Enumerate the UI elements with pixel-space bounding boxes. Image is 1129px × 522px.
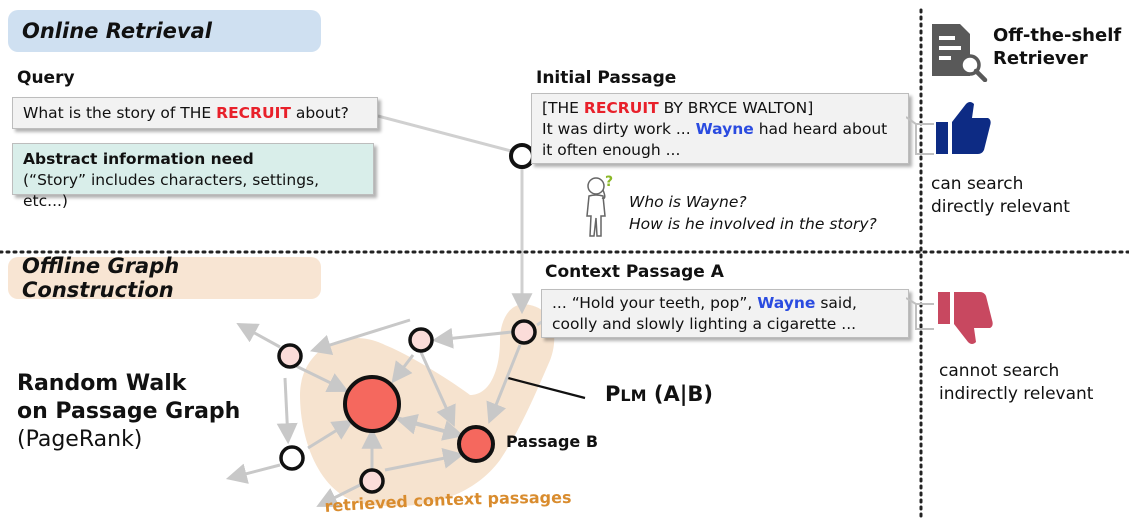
query-box: What is the story of THE RECRUIT about?	[12, 97, 378, 129]
initial-passage-box: [THE RECRUIT BY BRYCE WALTON] It was dir…	[531, 93, 909, 164]
offline-banner-label: Offline Graph Construction	[22, 254, 180, 302]
graph-edge	[295, 364, 349, 393]
random-walk-label: Random Walk on Passage Graph (PageRank)	[17, 371, 241, 452]
graph-node-passage-b	[457, 425, 495, 463]
initial-bracket	[906, 116, 934, 155]
graph-node	[277, 343, 303, 369]
graph-node-hub	[343, 375, 401, 433]
offline-banner: Offline Graph Construction	[8, 254, 321, 302]
graph-edge	[486, 344, 522, 424]
graph-node	[408, 327, 434, 353]
context-passage-box: ... “Hold your teeth, pop”, Wayne said, …	[541, 289, 909, 338]
positive-note: can search directly relevant	[931, 174, 1070, 217]
context-passage-wayne: Wayne	[757, 294, 816, 312]
information-need-title: Abstract information need	[23, 150, 254, 168]
graph-edge	[225, 463, 281, 484]
initial-passage-highlight: RECRUIT	[583, 99, 659, 117]
thumbs-down-icon	[938, 292, 993, 344]
graph-edge	[307, 419, 354, 450]
graph-edge	[391, 354, 415, 384]
initial-passage-title: Initial Passage	[536, 68, 677, 88]
graph-edge	[418, 349, 456, 427]
query-connector	[377, 114, 516, 154]
thumbs-up-icon	[936, 102, 991, 154]
plm-leader	[507, 376, 586, 400]
passage-b-label: Passage B	[506, 432, 599, 451]
online-banner-label: Online Retrieval	[22, 19, 212, 43]
graph-edge	[384, 447, 465, 472]
graph-edge	[395, 414, 459, 437]
thinking-person-icon: ?	[586, 174, 613, 237]
context-bracket	[906, 297, 934, 330]
graph-node	[279, 445, 305, 471]
context-passage-title: Context Passage A	[545, 262, 724, 282]
graph-edge	[236, 322, 281, 349]
plm-label: PLM (A|B)	[605, 382, 713, 406]
graph-node-initial	[509, 143, 535, 169]
negative-note: cannot search indirectly relevant	[939, 361, 1094, 404]
graph-edge	[431, 327, 513, 349]
information-need-box: Abstract information need (“Story” inclu…	[12, 143, 374, 210]
query-title: Query	[17, 68, 75, 88]
initial-passage-wayne: Wayne	[695, 120, 754, 138]
thought-text: Who is Wayne? How is he involved in the …	[629, 193, 877, 233]
graph-edge	[276, 377, 298, 445]
graph-node	[359, 468, 385, 494]
graph-edge	[309, 318, 411, 356]
svg-text:?: ?	[605, 174, 613, 190]
graph-edge	[316, 483, 361, 507]
query-highlight: RECRUIT	[216, 104, 291, 122]
online-banner: Online Retrieval	[8, 10, 321, 52]
retriever-title: Off-the-shelf Retriever	[993, 25, 1122, 69]
graph-node-context-a	[511, 319, 537, 345]
information-need-text: (“Story” includes characters, settings, …	[23, 171, 320, 210]
document-search-icon	[932, 24, 988, 82]
